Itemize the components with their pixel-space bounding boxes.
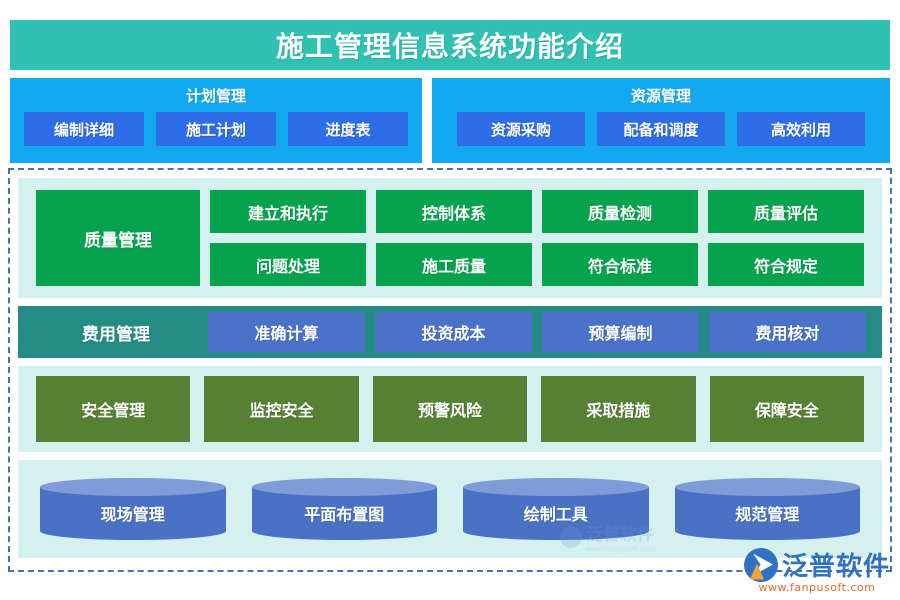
section-safety-management: 安全管理 监控安全 预警风险 采取措施 保障安全 <box>18 366 882 452</box>
safety-item-3[interactable]: 采取措施 <box>541 376 696 442</box>
panel-plan-management[interactable]: 计划管理 编制详细 施工计划 进度表 <box>10 78 422 163</box>
quality-main-label[interactable]: 质量管理 <box>36 190 200 286</box>
resource-item-2[interactable]: 高效利用 <box>737 112 865 146</box>
cylinder-item-3[interactable]: 规范管理 <box>674 478 860 540</box>
section-site-management: 现场管理 平面布置图 绘制工具 规范管理 <box>18 460 882 558</box>
panel-resource-buttons: 资源采购 配备和调度 高效利用 <box>457 112 865 146</box>
brand-name: 泛普软件 <box>781 552 890 582</box>
fanpu-logo-icon <box>743 547 778 582</box>
safety-item-1[interactable]: 监控安全 <box>204 376 359 442</box>
cylinder-top-shape <box>251 478 437 496</box>
cost-items-grid: 准确计算 投资成本 预算编制 费用核对 <box>208 312 866 352</box>
top-panel-row: 计划管理 编制详细 施工计划 进度表 资源管理 资源采购 配备和调度 高效利用 <box>10 78 890 163</box>
page-title: 施工管理信息系统功能介绍 <box>275 30 624 63</box>
resource-item-1[interactable]: 配备和调度 <box>597 112 725 146</box>
page-title-bar: 施工管理信息系统功能介绍 <box>10 20 890 70</box>
quality-item-5[interactable]: 施工质量 <box>376 243 532 286</box>
safety-item-2[interactable]: 预警风险 <box>372 376 528 442</box>
modules-dashed-container: 质量管理 建立和执行 控制体系 质量检测 质量评估 问题处理 施工质量 符合标准… <box>8 168 892 572</box>
cylinder-item-2[interactable]: 绘制工具 <box>463 478 649 540</box>
panel-plan-buttons: 编制详细 施工计划 进度表 <box>24 112 408 146</box>
plan-item-2[interactable]: 进度表 <box>288 112 408 146</box>
safety-item-0[interactable]: 安全管理 <box>36 376 191 442</box>
cylinder-label-2: 绘制工具 <box>523 505 588 524</box>
panel-resource-title: 资源管理 <box>630 87 691 105</box>
plan-item-0[interactable]: 编制详细 <box>24 112 144 146</box>
cylinder-top-shape <box>463 478 649 496</box>
cylinder-top-shape <box>40 478 226 496</box>
brand-url: www.fanpusoft.com <box>758 581 876 594</box>
plan-item-1[interactable]: 施工计划 <box>156 112 276 146</box>
cost-item-1[interactable]: 投资成本 <box>375 312 532 352</box>
quality-item-6[interactable]: 符合标准 <box>542 243 698 286</box>
section-quality-management: 质量管理 建立和执行 控制体系 质量检测 质量评估 问题处理 施工质量 符合标准… <box>18 178 882 298</box>
cost-main-label[interactable]: 费用管理 <box>82 324 150 345</box>
resource-item-0[interactable]: 资源采购 <box>457 112 585 146</box>
cylinder-item-0[interactable]: 现场管理 <box>40 478 226 540</box>
cost-item-3[interactable]: 费用核对 <box>709 312 866 352</box>
cost-item-2[interactable]: 预算编制 <box>542 312 699 352</box>
cylinder-label-1: 平面布置图 <box>304 505 385 524</box>
section-cost-management: 费用管理 准确计算 投资成本 预算编制 费用核对 <box>18 306 882 358</box>
cylinder-label-3: 规范管理 <box>735 505 800 524</box>
panel-plan-title: 计划管理 <box>185 87 246 105</box>
quality-item-2[interactable]: 质量检测 <box>542 190 698 233</box>
quality-item-3[interactable]: 质量评估 <box>708 190 864 233</box>
quality-item-0[interactable]: 建立和执行 <box>210 190 366 233</box>
quality-item-7[interactable]: 符合规定 <box>708 243 864 286</box>
cylinder-item-1[interactable]: 平面布置图 <box>251 478 437 540</box>
panel-resource-management[interactable]: 资源管理 资源采购 配备和调度 高效利用 <box>432 78 890 163</box>
quality-item-4[interactable]: 问题处理 <box>210 243 366 286</box>
cylinder-top-shape <box>674 478 860 496</box>
quality-items-grid: 建立和执行 控制体系 质量检测 质量评估 问题处理 施工质量 符合标准 符合规定 <box>210 190 864 286</box>
cost-item-0[interactable]: 准确计算 <box>208 312 365 352</box>
quality-item-1[interactable]: 控制体系 <box>376 190 532 233</box>
brand-logo: 泛普软件 www.fanpusoft.com <box>743 546 890 594</box>
cylinder-label-0: 现场管理 <box>100 505 165 524</box>
brand-logo-row: 泛普软件 <box>743 546 890 583</box>
safety-item-4[interactable]: 保障安全 <box>709 376 865 442</box>
